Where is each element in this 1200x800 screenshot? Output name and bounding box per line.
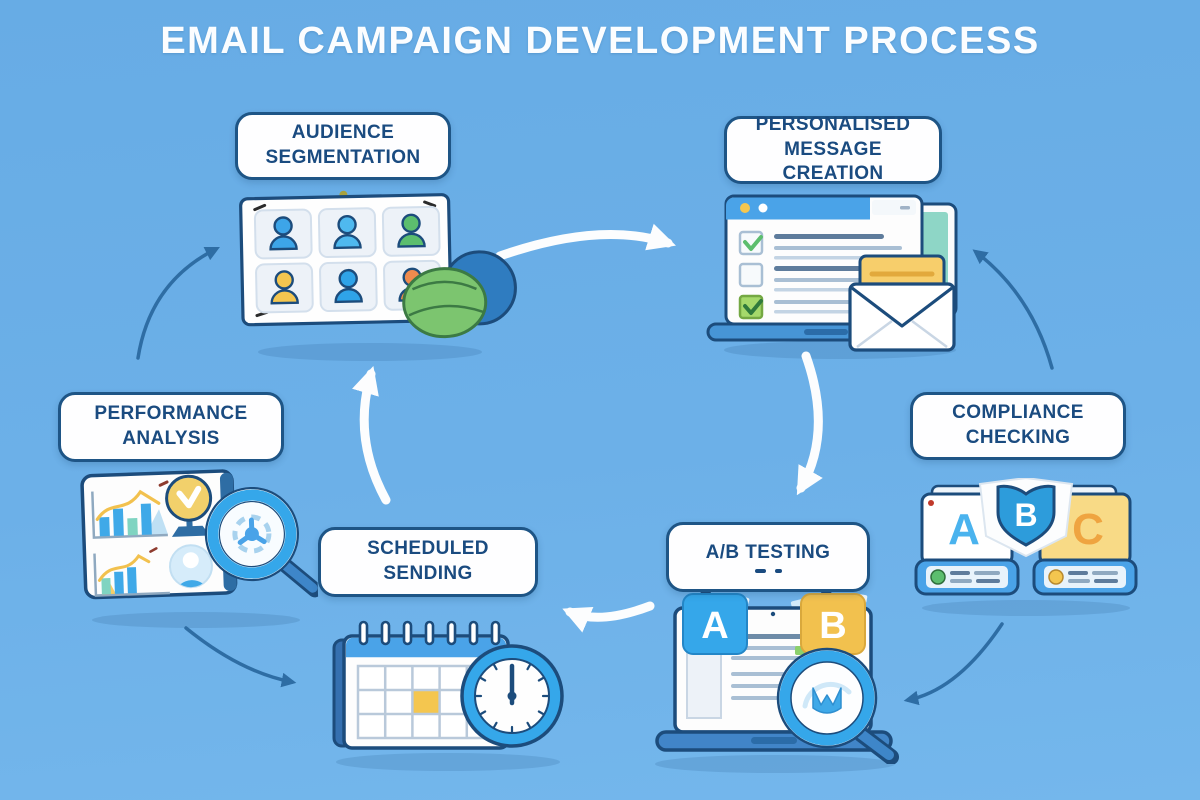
ab-testing-illustration: A B xyxy=(645,590,903,764)
variant-a-chip: A xyxy=(682,590,748,655)
magnifier-icon xyxy=(204,486,319,598)
browser-dot xyxy=(740,203,750,213)
shield-b-letter: B xyxy=(1014,497,1037,533)
stage-performance-analysis: PERFORMANCE ANALYSIS xyxy=(58,392,284,462)
email-envelope-icon xyxy=(848,254,956,352)
avatar xyxy=(168,544,213,589)
page-title: EMAIL CAMPAIGN DEVELOPMENT PROCESS xyxy=(160,20,1040,62)
clock-icon xyxy=(460,644,564,748)
variant-a-letter: A xyxy=(948,505,980,554)
bar-chart-bottom xyxy=(93,547,170,597)
arrow-compliance-to-message xyxy=(972,249,1054,370)
scheduled-illustration xyxy=(326,604,568,762)
ab-testing-marks xyxy=(754,568,782,573)
compliance-illustration: A C B xyxy=(912,478,1140,606)
stage-compliance-checking: COMPLIANCE CHECKING xyxy=(910,392,1126,460)
highlighted-day xyxy=(412,690,440,714)
stage-label-text: AUDIENCE SEGMENTATION xyxy=(265,122,421,168)
calendar-clock-icon xyxy=(332,620,564,750)
segment-blob-icon xyxy=(402,250,517,339)
arrow-scheduled-to-audience xyxy=(352,365,391,505)
badge-stand-icon xyxy=(165,474,213,537)
bar-chart-top xyxy=(91,480,169,539)
stage-personalised-message-creation: PERSONALISED MESSAGE CREATION xyxy=(724,113,942,185)
arrow-performance-to-audience xyxy=(136,247,220,360)
arrow-message-to-abtesting xyxy=(796,351,823,496)
variant-c-card: C xyxy=(1032,492,1138,596)
checklist xyxy=(738,230,902,320)
variant-a-chip-letter: A xyxy=(701,605,728,647)
message-illustration xyxy=(700,190,972,352)
browser-dot xyxy=(758,203,768,213)
stage-ab-testing: A/B TESTING xyxy=(666,522,870,592)
audience-grid-icon xyxy=(239,190,517,339)
variant-b-chip: B xyxy=(800,590,866,655)
charts-magnifier-icon xyxy=(80,469,319,600)
shield-b-icon: B xyxy=(996,484,1056,547)
arrow-performance-to-scheduled xyxy=(184,626,297,688)
stage-label-text: PERSONALISED MESSAGE CREATION xyxy=(755,113,911,185)
m-glyph xyxy=(812,687,842,714)
stage-label-text: SCHEDULED SENDING xyxy=(367,538,489,584)
arrow-audience-to-message xyxy=(495,223,676,261)
arrow-abtesting-to-scheduled xyxy=(562,601,655,633)
arrow-compliance-to-abtesting xyxy=(903,622,1004,706)
laptop-email-icon xyxy=(706,194,958,352)
documents-shield-icon: A C B xyxy=(914,478,1138,596)
stage-label-text: COMPLIANCE CHECKING xyxy=(952,402,1084,448)
laptop-ab-magnifier-icon: A B xyxy=(655,590,899,764)
variant-b-chip-letter: B xyxy=(819,605,846,647)
stage-label-text: A/B TESTING xyxy=(705,542,831,564)
stage-scheduled-sending: SCHEDULED SENDING xyxy=(318,527,538,597)
stage-label-text: PERFORMANCE ANALYSIS xyxy=(94,403,248,449)
variant-c-letter: C xyxy=(1072,505,1104,554)
magnifier-icon xyxy=(776,647,899,764)
performance-illustration xyxy=(73,458,319,618)
calendar-rings xyxy=(358,620,501,646)
audience-illustration xyxy=(234,183,522,354)
stage-audience-segmentation: AUDIENCE SEGMENTATION xyxy=(235,112,451,180)
